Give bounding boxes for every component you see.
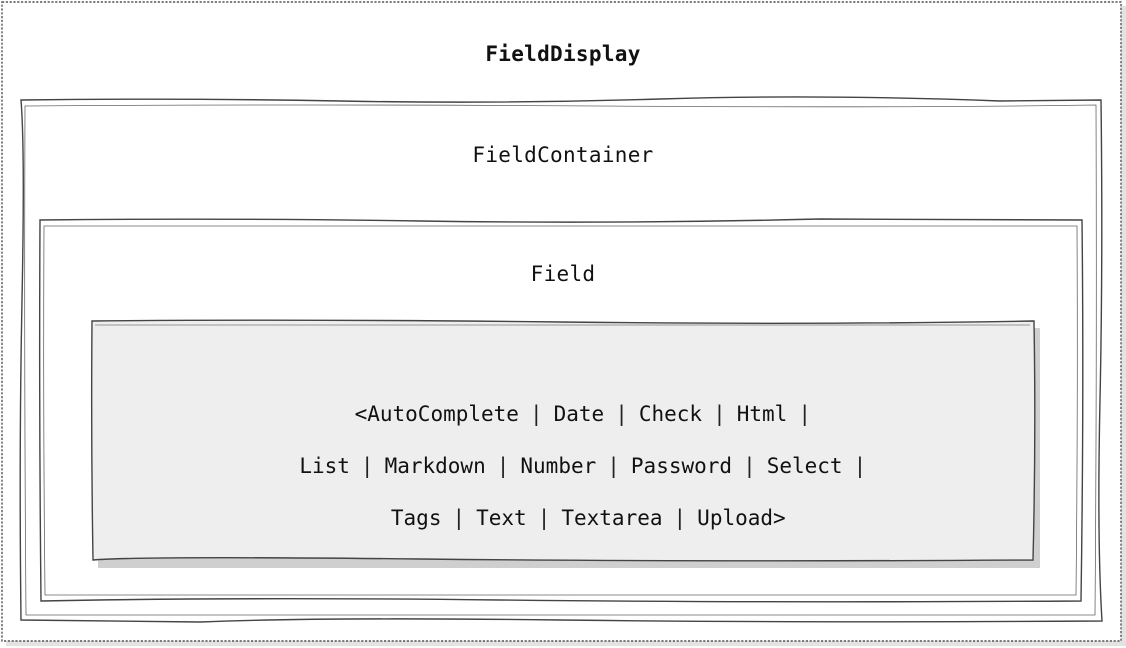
separator: | [615, 402, 628, 426]
component-number: Number [520, 454, 597, 478]
component-box [90, 319, 1036, 562]
separator: | [360, 454, 374, 478]
component-tags: Tags [390, 506, 442, 530]
separator: | [607, 454, 620, 478]
component-list: List [299, 454, 350, 478]
component-password: Password [630, 454, 733, 478]
separator: | [496, 454, 510, 478]
component-select: Select [766, 454, 843, 478]
component-text: Text [476, 506, 527, 530]
separator: | [537, 506, 551, 530]
field-container-title: FieldContainer [472, 143, 654, 167]
separator: | [673, 506, 687, 530]
component-html: Html [736, 402, 788, 426]
field-title: Field [530, 262, 596, 286]
component-date: Date [553, 402, 605, 426]
component-line-3: Tags | Text | Textarea | Upload> [92, 482, 1034, 554]
separator: | [798, 402, 811, 426]
component-autocomplete: <AutoComplete [354, 402, 519, 426]
separator: | [529, 402, 543, 426]
separator: | [713, 402, 726, 426]
field-display-title: FieldDisplay [485, 42, 641, 66]
separator: | [743, 454, 756, 478]
component-markdown: Markdown [384, 454, 486, 478]
component-check: Check [638, 402, 703, 426]
component-textarea: Textarea [561, 506, 663, 530]
component-line-2: List | Markdown | Number | Password | Select | [92, 430, 1034, 502]
separator: | [853, 454, 867, 478]
component-line-1: <AutoComplete | Date | Check | Html | [92, 378, 1034, 450]
separator: | [452, 506, 466, 530]
component-upload: Upload> [697, 506, 786, 530]
